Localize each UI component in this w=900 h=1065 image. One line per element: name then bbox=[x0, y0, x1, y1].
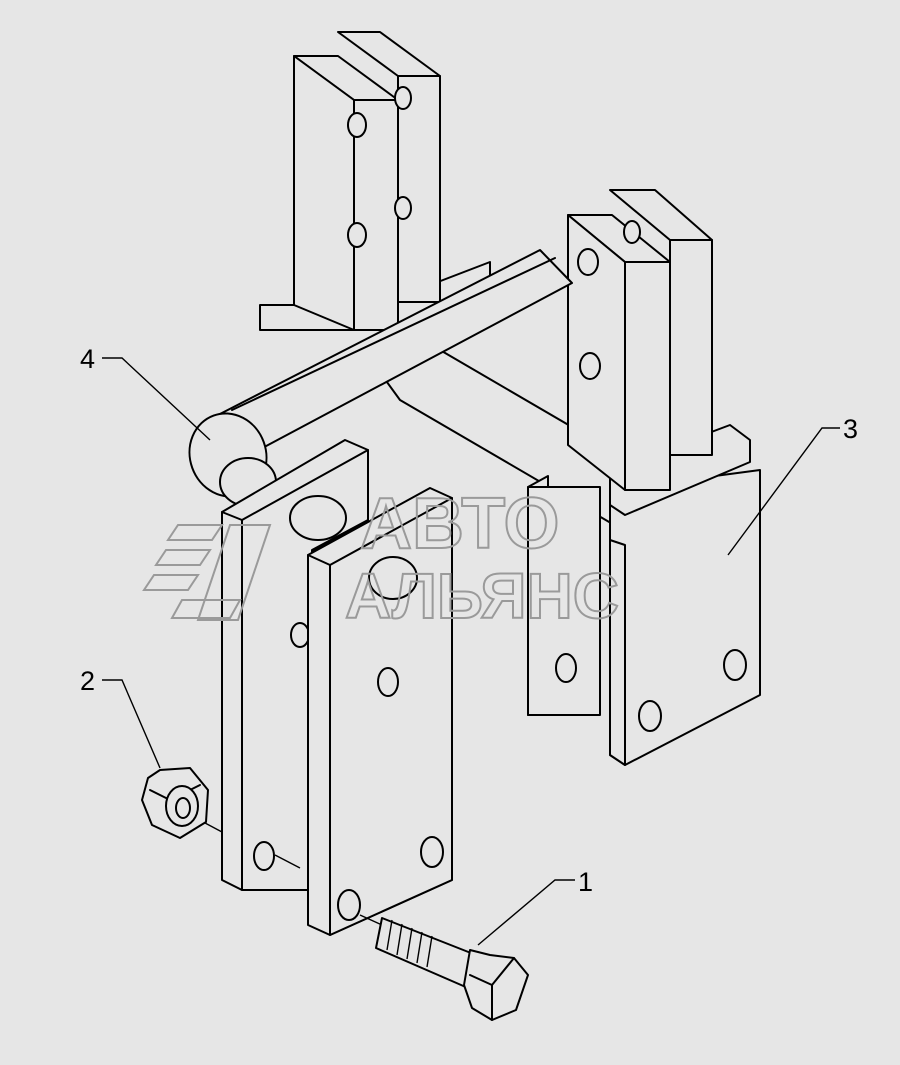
nut bbox=[141, 767, 301, 869]
shaft-highlight bbox=[231, 257, 556, 411]
top-plate-hole bbox=[394, 86, 412, 110]
callout-1-leader bbox=[477, 879, 575, 946]
callout-3-leader bbox=[727, 427, 840, 556]
callout-4-label: 4 bbox=[80, 344, 95, 374]
right-plate-hole bbox=[638, 700, 662, 732]
callout-2-label: 2 bbox=[80, 666, 95, 696]
bolt-head bbox=[463, 949, 529, 1021]
bolt bbox=[359, 914, 529, 1021]
left-plate-face bbox=[241, 449, 369, 891]
right-plate-hole bbox=[579, 352, 601, 380]
left-bracket bbox=[221, 439, 453, 936]
watermark-logo-icon bbox=[142, 524, 272, 621]
bolt-thread bbox=[386, 919, 393, 951]
left-front-plate-hole bbox=[337, 889, 361, 921]
bolt-thread bbox=[426, 935, 433, 968]
callout-3-label: 3 bbox=[843, 414, 858, 444]
left-front-plate-edge bbox=[307, 554, 331, 566]
right-lower-plate-front-edge bbox=[609, 539, 626, 766]
top-plate-rear-face bbox=[397, 75, 441, 303]
right-bracket-base bbox=[609, 424, 751, 516]
top-plate-hole bbox=[347, 222, 367, 248]
bolt-thread bbox=[416, 931, 423, 964]
right-plate-hole bbox=[577, 248, 599, 276]
callout-2: 2 bbox=[80, 666, 161, 769]
nut-axis-line bbox=[274, 854, 301, 869]
right-plate-front-face bbox=[624, 261, 671, 491]
top-plate-hole bbox=[347, 112, 367, 138]
callout-1-label: 1 bbox=[578, 867, 593, 897]
left-front-plate-hole bbox=[420, 836, 444, 868]
bolt-thread bbox=[406, 927, 413, 960]
callout-4-leader bbox=[102, 357, 211, 441]
left-pin-cap bbox=[289, 495, 347, 541]
left-pin-cylinder bbox=[368, 556, 418, 600]
right-lower-plate-rear bbox=[527, 486, 601, 716]
top-plate-front-side bbox=[293, 55, 355, 331]
right-lower-plate-front bbox=[609, 469, 761, 766]
left-plate-hole bbox=[290, 622, 310, 648]
bolt-thread bbox=[396, 923, 403, 956]
watermark-line2: АЛЬЯНС bbox=[345, 560, 619, 632]
callout-2-leader bbox=[102, 679, 161, 769]
right-plate-rear-face bbox=[669, 239, 713, 456]
callout-1: 1 bbox=[477, 867, 593, 946]
left-plate-hole bbox=[253, 841, 275, 871]
left-plate-edge bbox=[221, 511, 243, 891]
right-bracket bbox=[527, 189, 761, 766]
left-front-plate-face bbox=[329, 497, 453, 936]
right-plate-hole bbox=[555, 653, 577, 683]
top-plate-hole bbox=[394, 196, 412, 220]
left-front-plate-hole bbox=[377, 667, 399, 697]
bolt-axis-line bbox=[359, 914, 383, 926]
callout-4: 4 bbox=[80, 344, 211, 441]
right-plate-hole bbox=[623, 220, 641, 244]
callout-3: 3 bbox=[727, 414, 858, 556]
right-plate-hole bbox=[723, 649, 747, 681]
watermark: АВТО АЛЬЯНС bbox=[142, 483, 620, 633]
watermark-line1: АВТО bbox=[360, 484, 559, 564]
top-bracket bbox=[259, 31, 491, 331]
nut-bore bbox=[175, 797, 191, 819]
